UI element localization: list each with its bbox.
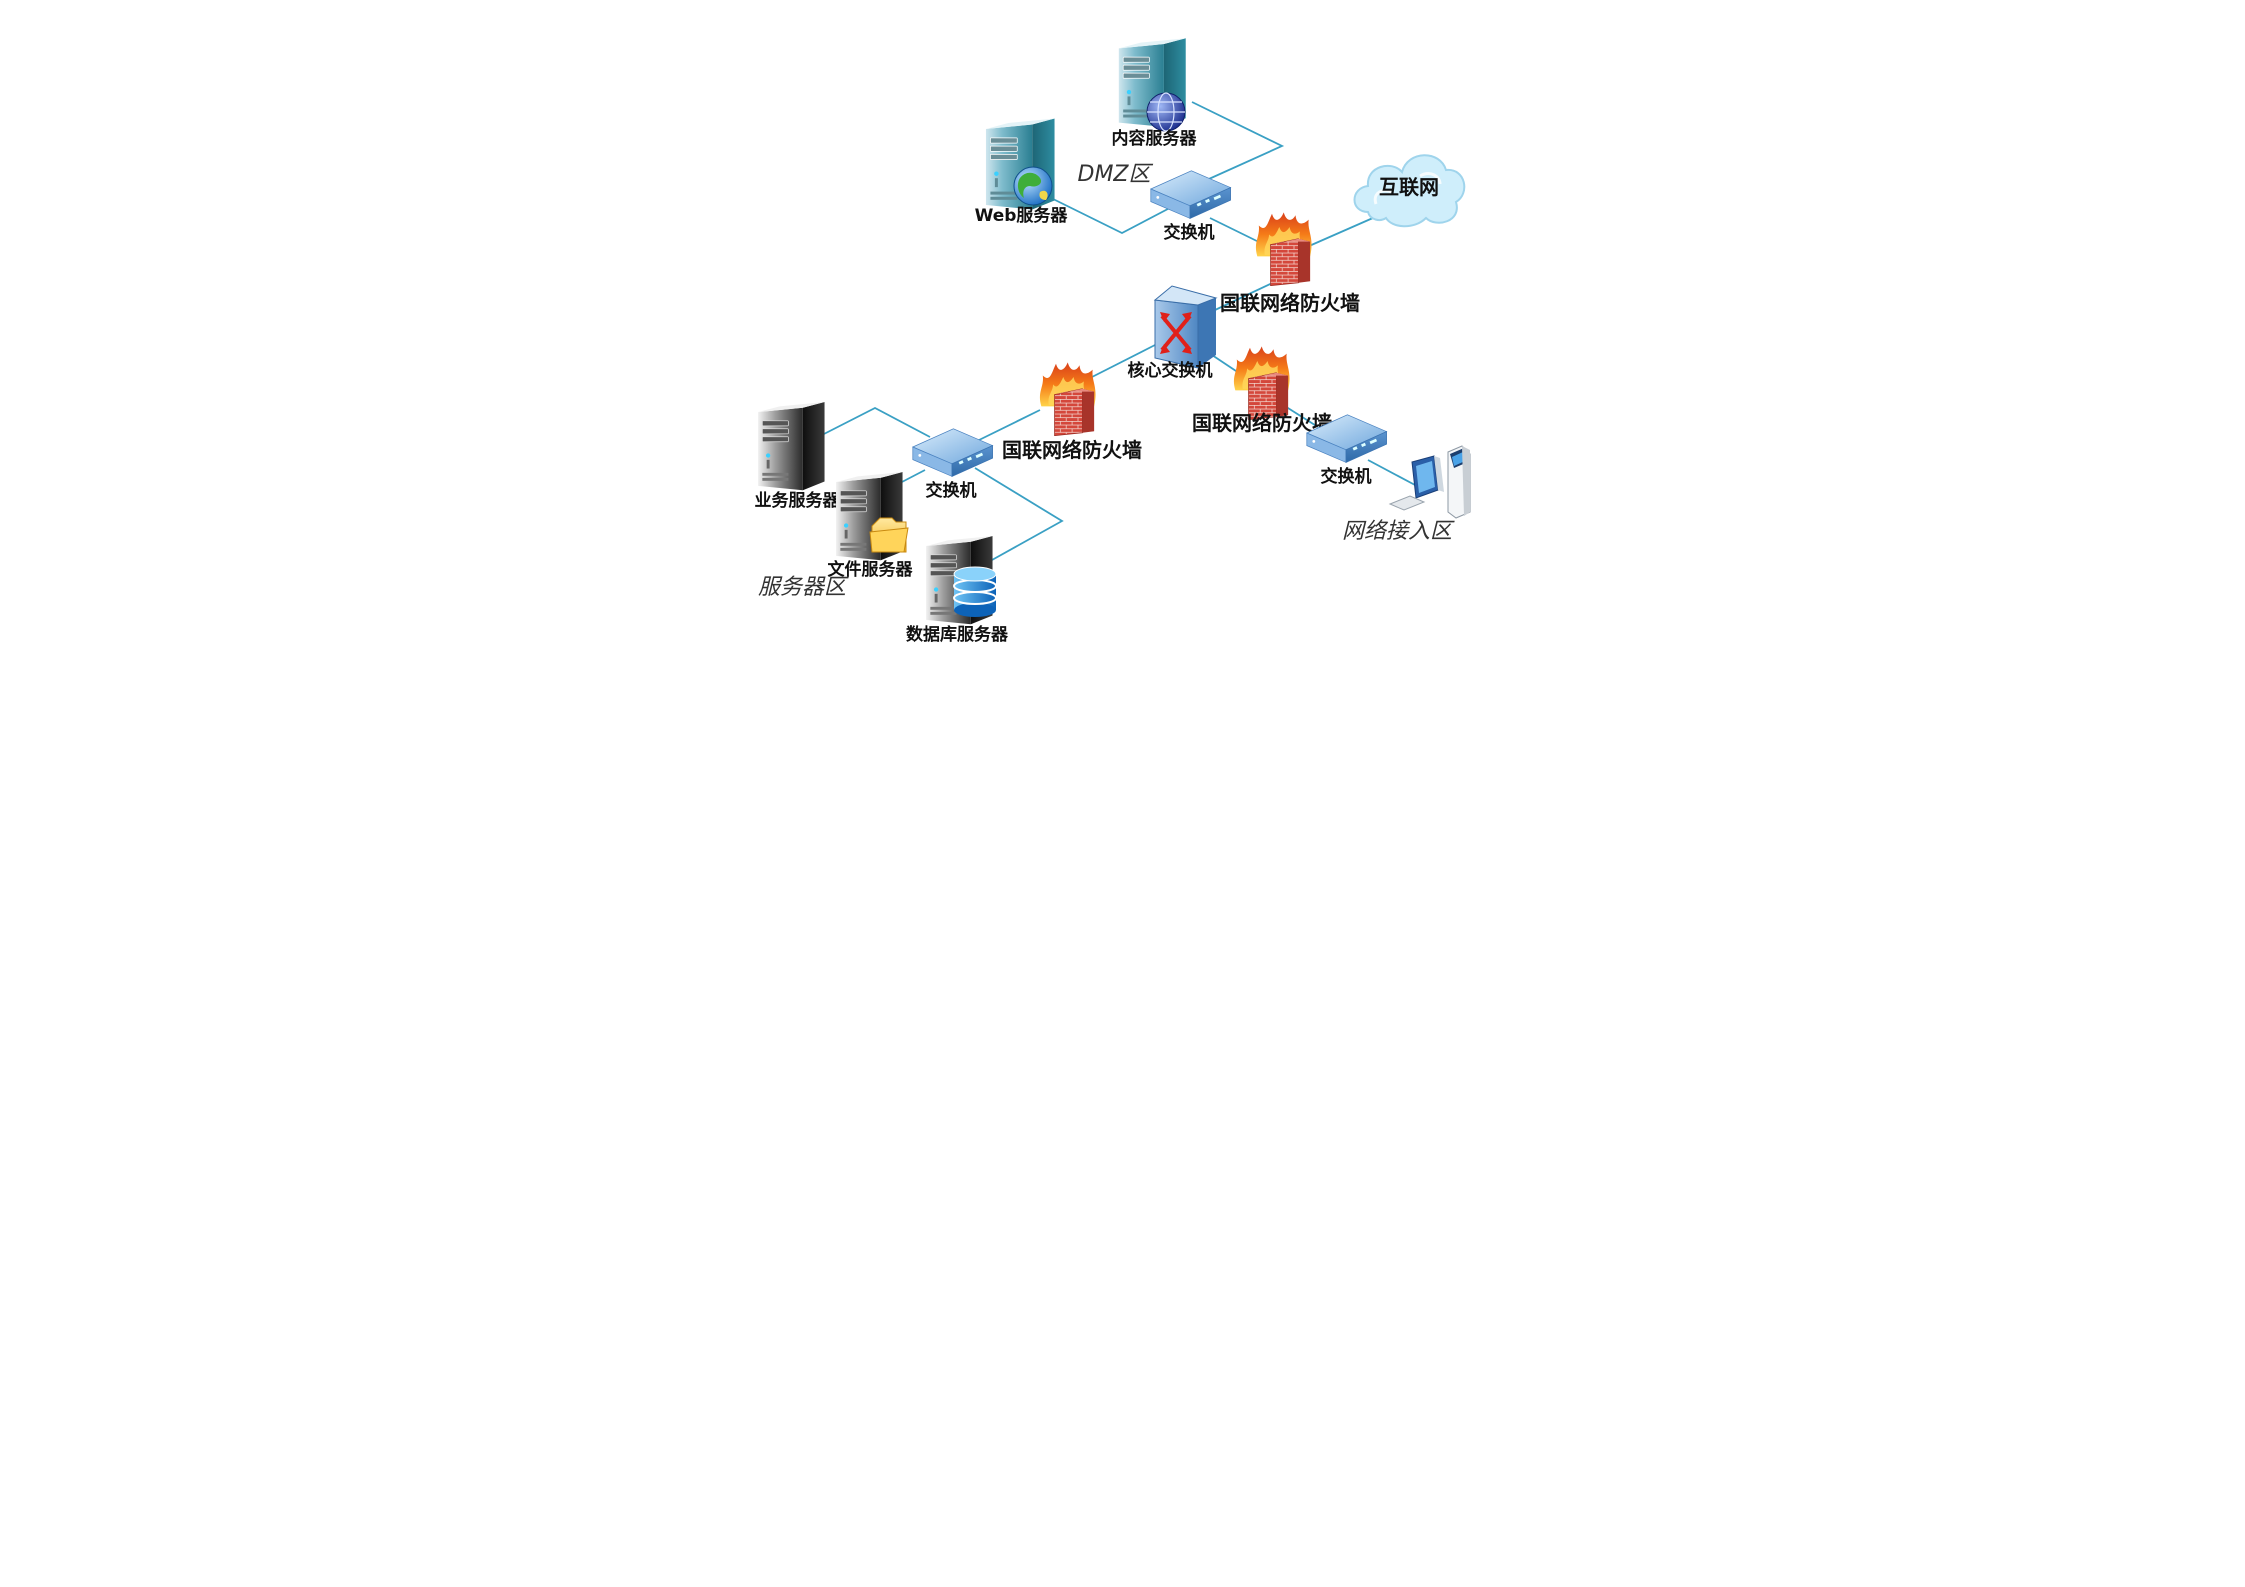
content-server-label: 内容服务器 (1112, 128, 1198, 149)
firewall-access-label: 国联网络防火墙 (1192, 411, 1332, 435)
link-access-switch-terminal (1367, 459, 1416, 486)
access-zone-switch[interactable]: 交换机 (1306, 414, 1387, 487)
firewall-internet-label: 国联网络防火墙 (1220, 291, 1360, 315)
web-server-label: Web服务器 (975, 205, 1069, 226)
content-server[interactable]: 内容服务器 (1112, 38, 1198, 149)
link-content-server-dmz-switch (1191, 101, 1285, 184)
file-server[interactable]: 文件服务器 (828, 472, 914, 580)
kiosk-terminal-icon (1388, 445, 1471, 519)
dmz-switch-label: 交换机 (1164, 222, 1215, 243)
database-icon (953, 566, 997, 617)
access-zone-label: 网络接入区 (1342, 519, 1455, 544)
server-zone-label: 服务器区 (758, 575, 849, 600)
access-terminal[interactable] (1388, 445, 1471, 519)
folder-icon (869, 517, 909, 553)
earth-icon (1013, 166, 1053, 206)
internet-label: 互联网 (1379, 175, 1439, 199)
firewall-server-zone[interactable]: 国联网络防火墙 (1002, 362, 1142, 462)
link-firewall-internet (1299, 213, 1383, 251)
link-core-switch-fw-server (1091, 344, 1156, 378)
link-dmz-switch-firewall (1209, 217, 1266, 246)
cloud-icon (1353, 154, 1466, 228)
link-server-switch-file-server (899, 469, 926, 484)
core-switch-icon (1153, 285, 1218, 369)
server-switch-label: 交换机 (926, 480, 977, 501)
firewall-icon (1255, 212, 1312, 286)
dmz-switch[interactable]: 交换机 (1150, 170, 1231, 243)
database-server[interactable]: 数据库服务器 (906, 536, 1009, 645)
firewall-icon (1039, 362, 1096, 436)
firewall-access-zone[interactable]: 国联网络防火墙 (1192, 346, 1332, 435)
internet-cloud[interactable]: 互联网 (1353, 154, 1466, 228)
firewall-icon (1233, 346, 1290, 420)
link-server-switch-business-server (821, 406, 931, 438)
link-server-switch-db-server (974, 467, 1064, 561)
web-server[interactable]: Web服务器 (975, 118, 1069, 226)
core-switch-label: 核心交换机 (1128, 360, 1213, 381)
dmz-zone-label: DMZ区 (1078, 162, 1154, 187)
access-switch-label: 交换机 (1321, 466, 1372, 487)
business-server-label: 业务服务器 (755, 490, 841, 511)
server-tower-icon (757, 402, 825, 491)
globe-icon (1146, 92, 1186, 132)
firewall-server-label: 国联网络防火墙 (1002, 438, 1142, 462)
switch-icon (912, 428, 993, 477)
business-server[interactable]: 业务服务器 (755, 402, 841, 511)
core-switch[interactable]: 核心交换机 (1128, 285, 1218, 381)
database-server-label: 数据库服务器 (906, 624, 1009, 645)
server-zone-switch[interactable]: 交换机 (912, 428, 993, 501)
firewall-internet[interactable]: 国联网络防火墙 (1220, 212, 1360, 315)
link-fw-server-server-switch (974, 409, 1041, 443)
link-web-server-dmz-switch (1044, 194, 1186, 235)
file-server-label: 文件服务器 (828, 559, 914, 580)
